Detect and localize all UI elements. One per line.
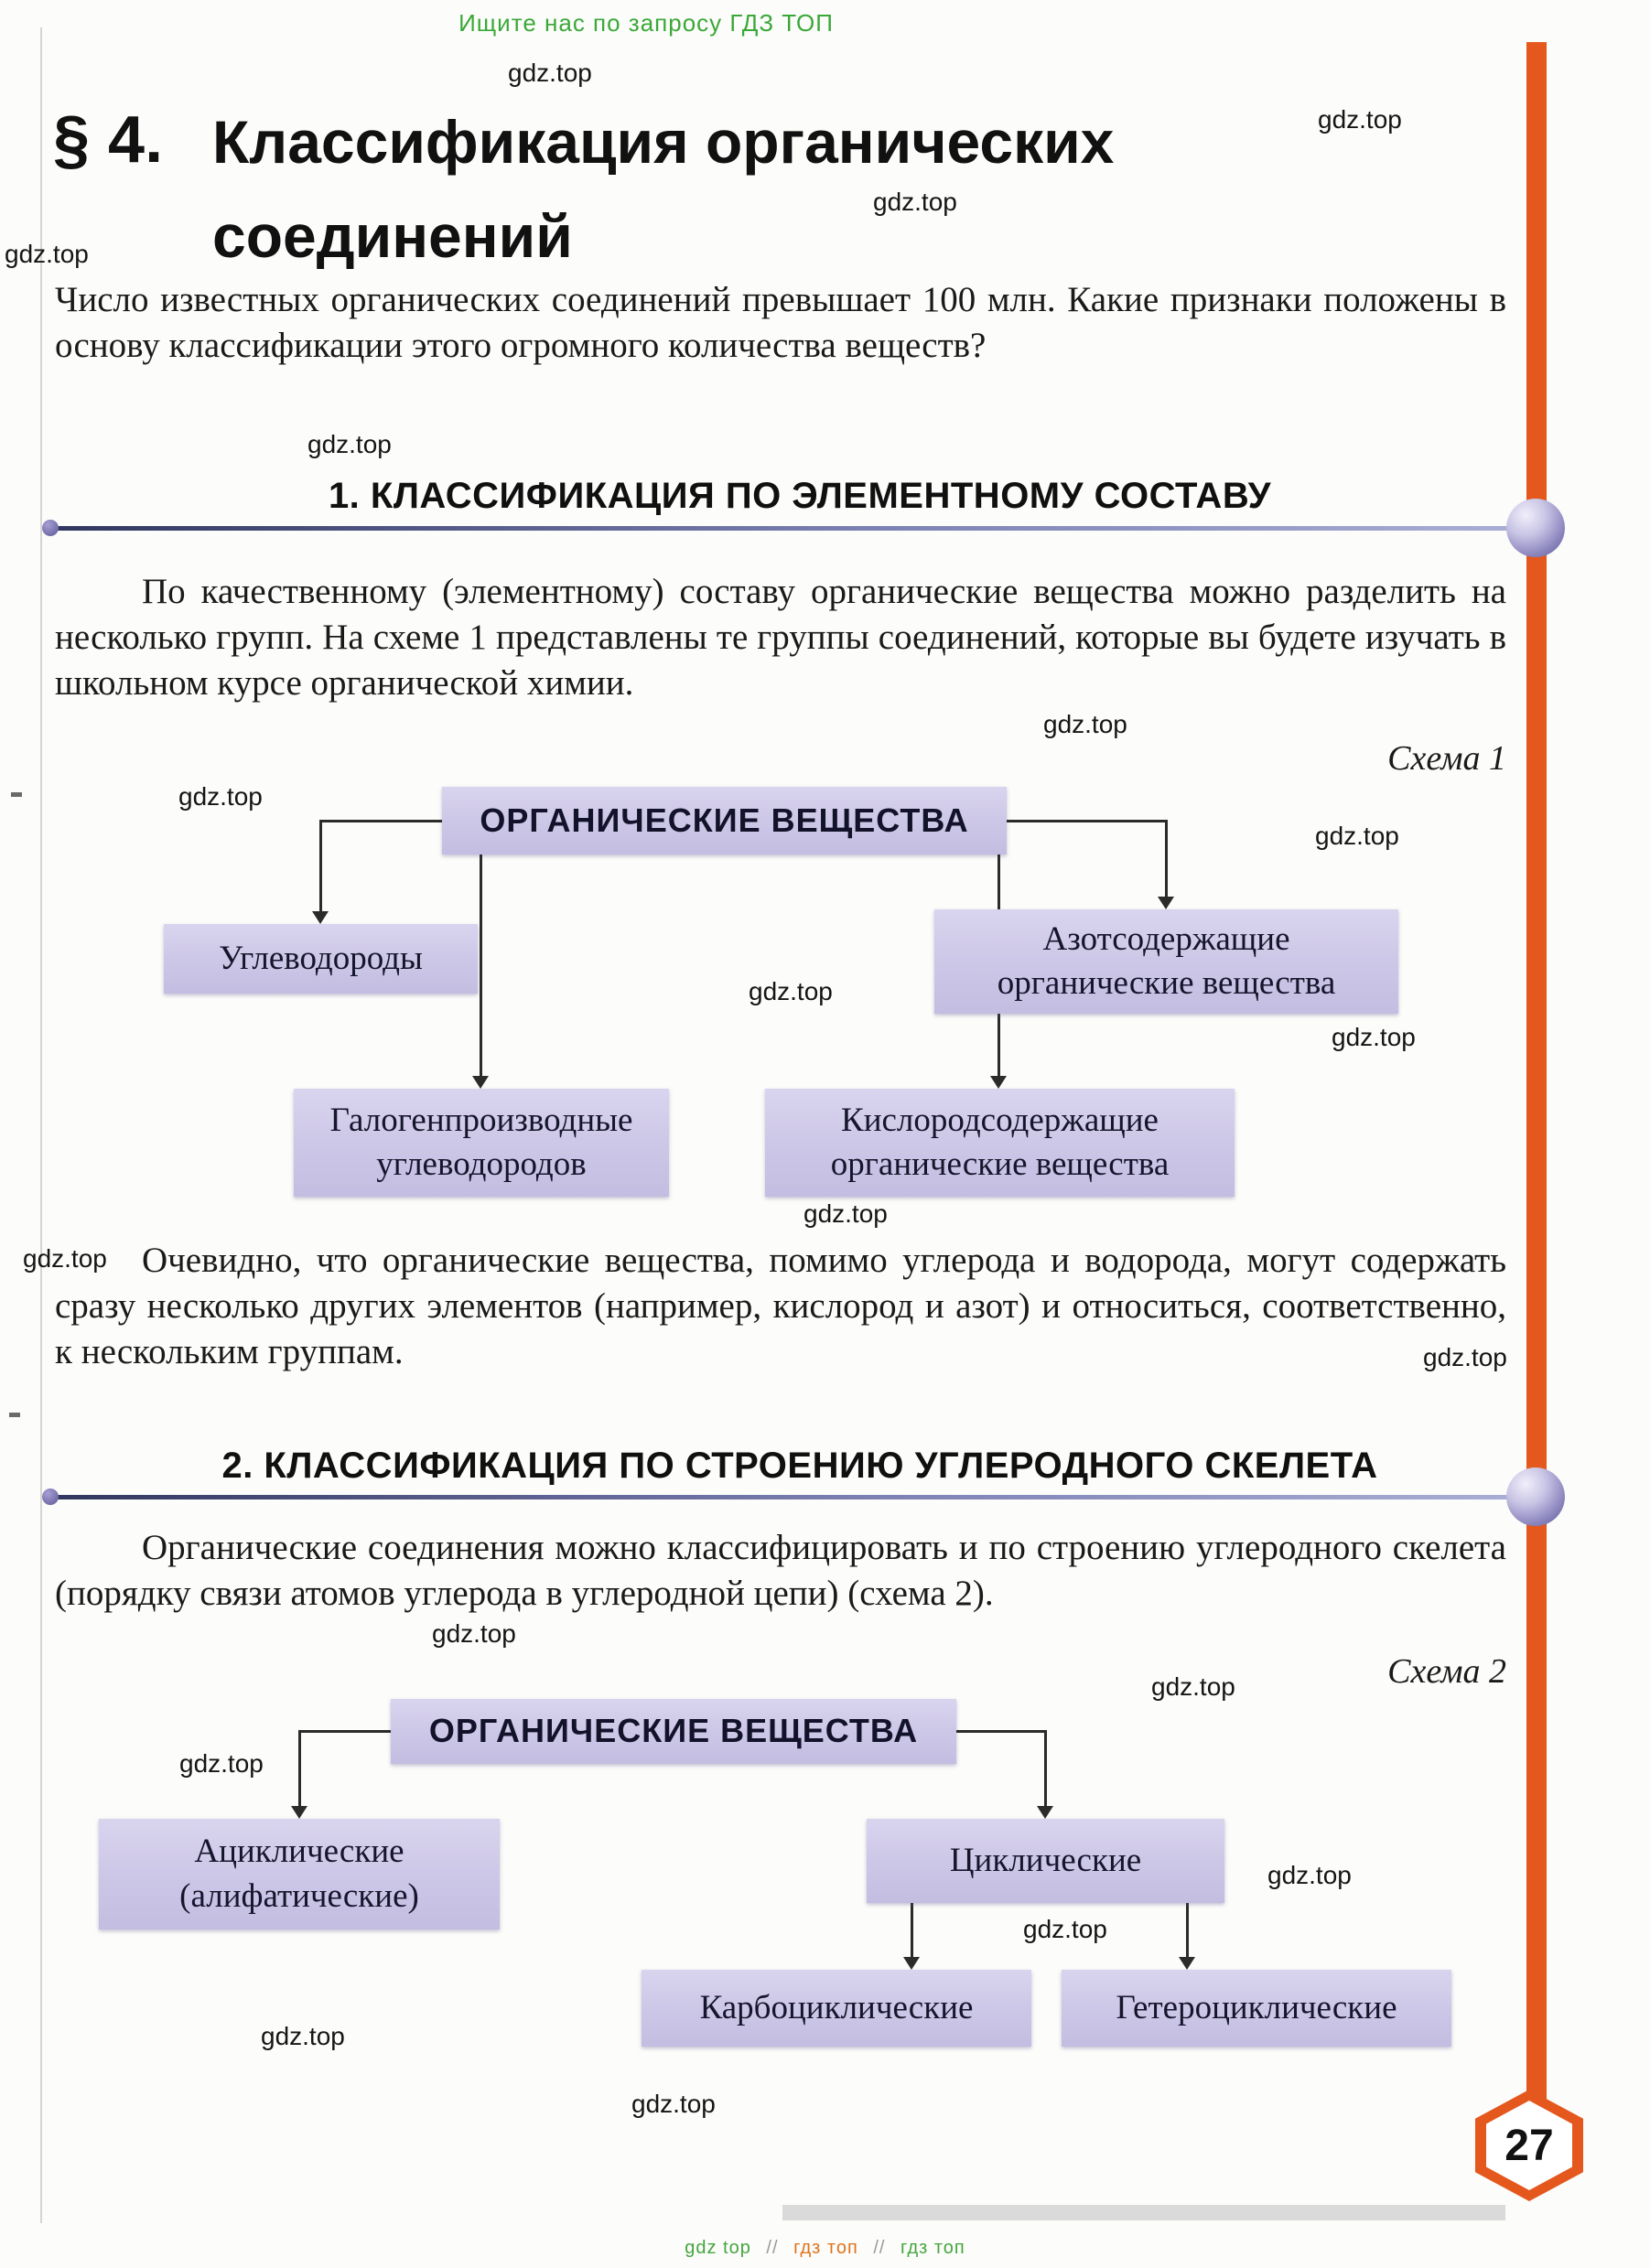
footer-part-2: гдз топ [793, 2238, 858, 2258]
scheme1-label: Схема 1 [1387, 739, 1506, 778]
scheme2-connector [956, 1730, 1047, 1733]
page-number-badge-inner: 27 [1486, 2101, 1572, 2190]
arrow-down-icon [903, 1957, 920, 1970]
scheme2-connector [1044, 1730, 1047, 1806]
page-title: Классификация органических соединений [212, 108, 1115, 270]
scheme2-connector [1186, 1903, 1189, 1957]
watermark: gdz.top [1318, 105, 1402, 134]
arrow-down-icon [291, 1806, 307, 1819]
watermark: gdz.top [178, 782, 263, 811]
scan-mark [11, 792, 22, 797]
rule-dot-icon [42, 520, 59, 536]
scheme1-root-node: ОРГАНИЧЕСКИЕ ВЕЩЕСТВА [442, 787, 1007, 855]
arrow-down-icon [1037, 1806, 1053, 1819]
scheme2-node-carbocyclic: Карбоциклические [642, 1970, 1031, 2047]
paragraph-mark: § 4. [53, 103, 164, 177]
watermark: gdz.top [179, 1749, 264, 1778]
watermark: gdz.top [261, 2022, 345, 2050]
arrow-down-icon [990, 1076, 1007, 1089]
scheme2-label: Схема 2 [1387, 1652, 1506, 1691]
watermark: gdz.top [307, 430, 392, 458]
page-number: 27 [1504, 2121, 1554, 2170]
section1-paragraph-1: По качественному (элементному) составу о… [55, 572, 1506, 703]
watermark: gdz.top [1267, 1861, 1352, 1889]
footer-part-3: гдз топ [900, 2238, 965, 2258]
scheme2-node-heterocyclic: Гетероциклические [1062, 1970, 1451, 2047]
scan-edge-line [40, 27, 42, 2223]
scheme2-node-cyclic: Циклические [867, 1819, 1224, 1903]
margin-accent-bar [1526, 42, 1547, 2101]
watermark: gdz.top [631, 2090, 716, 2118]
scheme1-connector [480, 855, 482, 1076]
page-number-badge: 27 [1475, 2090, 1583, 2201]
scheme1-connector [1165, 820, 1168, 897]
section1-rule [50, 526, 1545, 531]
arrow-down-icon [312, 911, 329, 924]
section1-paragraph-2: Очевидно, что органические вещества, пом… [55, 1241, 1506, 1371]
section2-heading: 2. КЛАССИФИКАЦИЯ ПО СТРОЕНИЮ УГЛЕРОДНОГО… [221, 1446, 1378, 1486]
watermark: gdz.top [432, 1619, 516, 1648]
watermark: gdz.top [1332, 1023, 1416, 1051]
watermark: gdz.top [1315, 822, 1399, 850]
watermark: gdz.top [873, 188, 957, 216]
watermark: gdz.top [5, 240, 89, 268]
scheme1-connector [319, 820, 322, 911]
arrow-down-icon [1179, 1957, 1195, 1970]
watermark: gdz.top [1023, 1915, 1107, 1943]
intro-paragraph: Число известных органических соединений … [55, 280, 1506, 365]
watermark: gdz.top [508, 59, 592, 87]
scheme1-node-oxygen: Кислородсодержащие органические вещества [765, 1089, 1235, 1197]
arrow-down-icon [472, 1076, 489, 1089]
scheme1-connector [1007, 820, 1168, 822]
section1-heading: 1. КЛАССИФИКАЦИЯ ПО ЭЛЕМЕНТНОМУ СОСТАВУ [328, 476, 1272, 516]
footer-separator: // [766, 2238, 779, 2258]
watermark: gdz.top [1151, 1672, 1235, 1701]
arrow-down-icon [1158, 897, 1174, 909]
section2-rule [50, 1495, 1545, 1499]
footer-part-1: gdz top [685, 2238, 751, 2258]
scheme2-connector [911, 1903, 913, 1957]
scheme2-connector [299, 1730, 391, 1733]
rule-dot-icon [42, 1489, 59, 1505]
watermark: gdz.top [1423, 1343, 1507, 1371]
rule-sphere-icon [1506, 499, 1565, 557]
scan-gray-strip [782, 2205, 1505, 2220]
rule-sphere-icon [1506, 1467, 1565, 1526]
scheme1-connector [320, 820, 442, 822]
watermark: gdz.top [803, 1199, 888, 1228]
scheme2-node-acyclic: Ациклические (алифатические) [99, 1819, 500, 1929]
footer-separator: // [873, 2238, 886, 2258]
scheme2-connector [298, 1730, 301, 1806]
watermark: gdz.top [749, 977, 833, 1005]
scheme2-root-node: ОРГАНИЧЕСКИЕ ВЕЩЕСТВА [391, 1699, 956, 1764]
scheme1-node-nitrogen: Азотсодержащие органические вещества [934, 909, 1398, 1014]
watermark: gdz.top [23, 1244, 107, 1273]
scheme1-node-hydrocarbons: Углеводороды [164, 924, 478, 994]
section2-paragraph-1: Органические соединения можно классифици… [55, 1528, 1506, 1613]
promo-top-text: Ищите нас по запросу ГДЗ ТОП [458, 9, 834, 37]
scheme1-node-halogen: Галогенпроизводные углеводородов [294, 1089, 669, 1197]
scan-mark [9, 1413, 20, 1417]
watermark: gdz.top [1043, 710, 1127, 738]
footer-watermark-line: gdz top // гдз топ // гдз топ [0, 2238, 1650, 2259]
